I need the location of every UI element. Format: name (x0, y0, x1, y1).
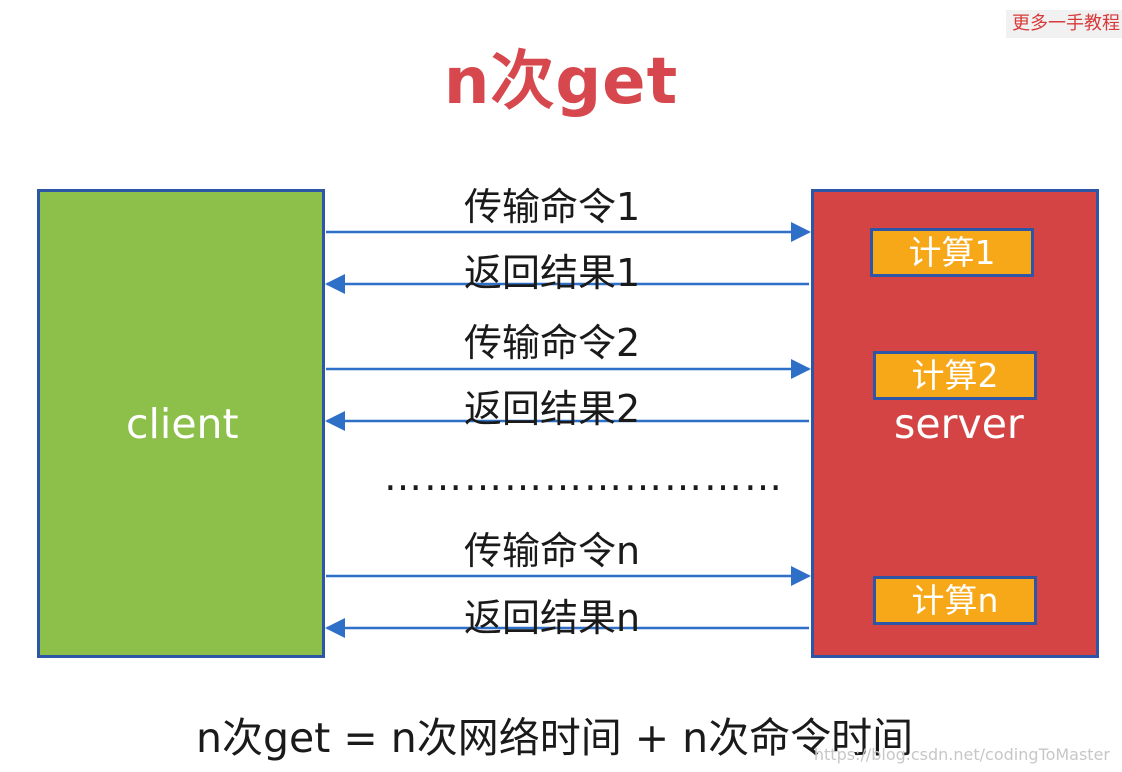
server-label: server (894, 400, 1024, 448)
return-label-n: 返回结果n (464, 596, 641, 640)
server-box: 计算1 计算2 server 计算n (811, 189, 1099, 658)
formula: n次get = n次网络时间 + n次命令时间 (196, 714, 914, 762)
return-label-1: 返回结果1 (464, 251, 641, 295)
watermark: https://blog.csdn.net/codingToMaster (813, 745, 1110, 764)
client-label: client (126, 400, 239, 448)
send-label-n: 传输命令n (464, 529, 641, 573)
return-label-2: 返回结果2 (464, 387, 641, 431)
compute-2: 计算2 (873, 351, 1037, 400)
send-label-2: 传输命令2 (464, 321, 641, 365)
top-right-note: 更多一手教程 (1006, 10, 1122, 38)
diagram-title: n次get (443, 45, 679, 119)
client-box: client (37, 189, 325, 658)
compute-n: 计算n (873, 576, 1037, 625)
compute-1: 计算1 (870, 228, 1034, 277)
send-label-1: 传输命令1 (464, 185, 641, 229)
ellipsis: ………………………… (384, 455, 784, 499)
